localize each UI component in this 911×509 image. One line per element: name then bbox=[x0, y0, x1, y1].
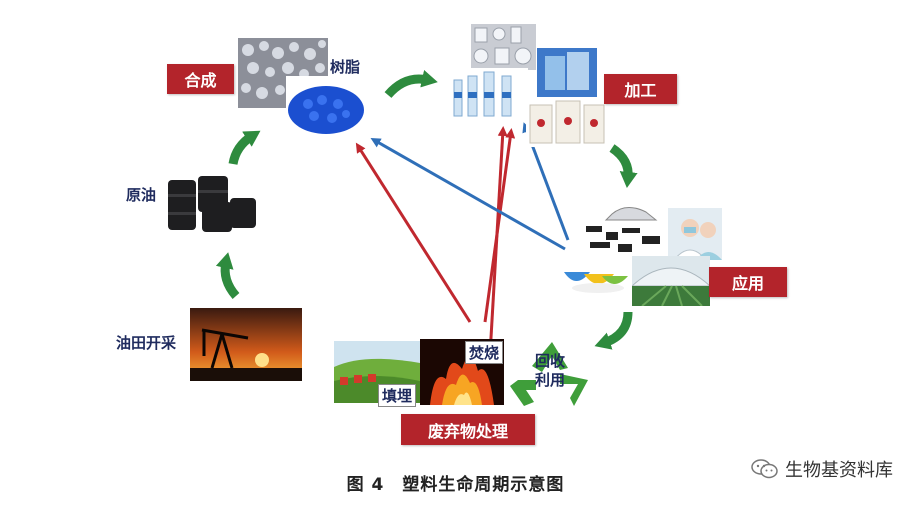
arrow-oilfield-to-crude bbox=[215, 252, 240, 299]
watermark: 生物基资料库 bbox=[751, 456, 893, 482]
arrow-incineration-to-processing-2 bbox=[488, 126, 508, 356]
arrow-incineration-to-resin bbox=[355, 142, 472, 323]
figure-caption: 图 4 塑料生命周期示意图 bbox=[346, 475, 565, 495]
arrow-application-to-resin bbox=[370, 138, 566, 251]
greenhouse-photo bbox=[632, 256, 710, 306]
label-application: 应用 bbox=[709, 267, 787, 297]
label-crude-oil: 原油 bbox=[126, 186, 157, 204]
label-processing: 加工 bbox=[604, 74, 677, 104]
bowls-photo bbox=[560, 252, 632, 296]
wechat-icon bbox=[751, 459, 778, 479]
plastic-products-photo bbox=[471, 24, 536, 70]
plastic-sheets-photo bbox=[537, 48, 597, 98]
label-landfill: 填埋 bbox=[378, 384, 417, 407]
label-resin: 树脂 bbox=[330, 58, 361, 76]
label-synthesis: 合成 bbox=[167, 64, 234, 94]
recycle-icon bbox=[508, 340, 598, 410]
arrow-application-to-recycle bbox=[594, 311, 633, 350]
doctor-photo bbox=[668, 208, 722, 260]
label-oilfield: 油田开采 bbox=[116, 334, 177, 352]
oil-pump-photo bbox=[190, 308, 302, 381]
arrow-resin-to-processing bbox=[384, 69, 438, 99]
bottles-photo bbox=[448, 68, 528, 120]
bags-photo bbox=[526, 97, 608, 147]
arrow-processing-to-application bbox=[609, 144, 638, 188]
blue-pellets-photo bbox=[286, 76, 366, 136]
label-recycling: 回收 利用 bbox=[535, 352, 566, 389]
auto-parts-photo bbox=[582, 200, 668, 258]
oil-barrels-photo bbox=[164, 172, 260, 236]
watermark-text: 生物基资料库 bbox=[785, 460, 893, 481]
label-waste-treatment: 废弃物处理 bbox=[401, 414, 535, 445]
arrow-crude-to-resin bbox=[228, 130, 261, 165]
label-incineration: 焚烧 bbox=[465, 341, 504, 364]
